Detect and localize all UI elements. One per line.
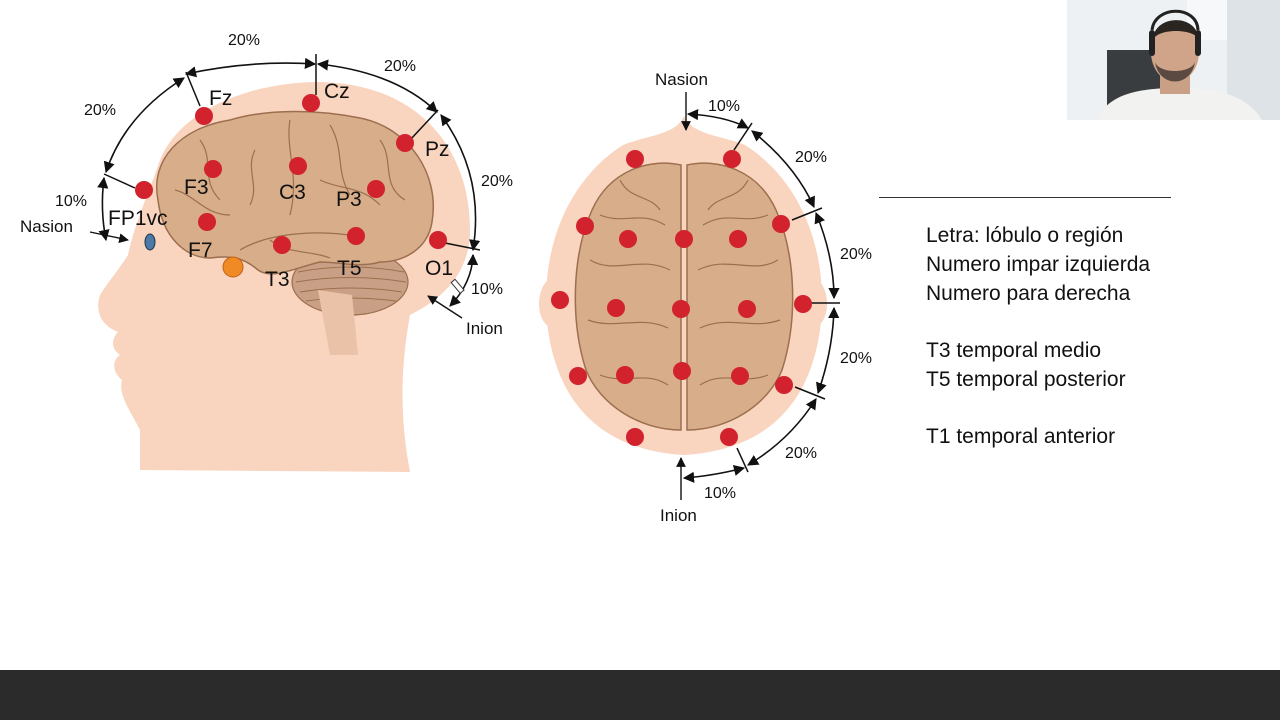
electrode-p3 bbox=[367, 180, 385, 198]
pct-side-back: 20% bbox=[481, 173, 513, 190]
pct-top-front: 20% bbox=[795, 149, 827, 166]
electrode-o1-top bbox=[626, 428, 644, 446]
electrode-cz-top bbox=[672, 300, 690, 318]
label-inion-side: Inion bbox=[466, 319, 503, 338]
label-c3: C3 bbox=[279, 181, 306, 204]
electrode-fp1 bbox=[135, 181, 153, 199]
electrode-f7 bbox=[198, 213, 216, 231]
electrode-f3-top bbox=[619, 230, 637, 248]
label-nasion-side: Nasion bbox=[20, 217, 73, 236]
note-line-t5: T5 temporal posterior bbox=[926, 365, 1150, 394]
electrode-c3-top bbox=[607, 299, 625, 317]
label-pz: Pz bbox=[425, 138, 450, 161]
electrode-t5 bbox=[347, 227, 365, 245]
electrode-p3-top bbox=[616, 366, 634, 384]
pct-side-inion: 10% bbox=[471, 281, 503, 298]
pct-top-midback: 20% bbox=[840, 350, 872, 367]
label-t3: T3 bbox=[265, 268, 290, 291]
notes-panel: Letra: lóbulo o región Numero impar izqu… bbox=[926, 221, 1150, 451]
electrode-t6-top bbox=[775, 376, 793, 394]
pct-top-back: 20% bbox=[785, 445, 817, 462]
inion-marker bbox=[451, 279, 464, 293]
presenter-webcam bbox=[1067, 0, 1280, 120]
label-inion-top: Inion bbox=[660, 506, 697, 525]
note-line-odd: Numero impar izquierda bbox=[926, 250, 1150, 279]
label-p3: P3 bbox=[336, 188, 362, 211]
electrode-fp2-top bbox=[723, 150, 741, 168]
electrode-pz-top bbox=[673, 362, 691, 380]
electrode-pz bbox=[396, 134, 414, 152]
label-fp1vc: FP1vc bbox=[108, 207, 168, 230]
presenter-video-frame bbox=[1067, 0, 1280, 120]
top-view: 10% 20% 20% 20% 20% 10% Nasion Inion bbox=[539, 70, 872, 525]
note-line-even: Numero para derecha bbox=[926, 279, 1150, 308]
eye bbox=[145, 234, 155, 250]
pct-top-nasion: 10% bbox=[708, 98, 740, 115]
electrode-p4-top bbox=[731, 367, 749, 385]
electrode-fp1-top bbox=[626, 150, 644, 168]
eeg-10-20-diagram: Fz Cz Pz F3 C3 P3 FP1vc F7 T3 T5 O1 20% … bbox=[0, 0, 880, 540]
pct-side-top: 20% bbox=[228, 32, 260, 49]
electrode-c3 bbox=[289, 157, 307, 175]
electrode-cz bbox=[302, 94, 320, 112]
label-f3: F3 bbox=[184, 176, 209, 199]
electrode-o2-top bbox=[720, 428, 738, 446]
electrode-fz-top bbox=[675, 230, 693, 248]
electrode-f8-top bbox=[772, 215, 790, 233]
electrode-t3 bbox=[273, 236, 291, 254]
reference-electrode bbox=[223, 257, 243, 277]
pct-top-midfront: 20% bbox=[840, 246, 872, 263]
electrode-a2-top bbox=[794, 295, 812, 313]
note-line-t1: T1 temporal anterior bbox=[926, 422, 1150, 451]
side-view: Fz Cz Pz F3 C3 P3 FP1vc F7 T3 T5 O1 20% … bbox=[20, 32, 513, 472]
label-o1: O1 bbox=[425, 257, 453, 280]
notes-divider bbox=[879, 197, 1171, 198]
electrode-o1 bbox=[429, 231, 447, 249]
label-fz: Fz bbox=[209, 87, 232, 110]
electrode-f4-top bbox=[729, 230, 747, 248]
label-t5: T5 bbox=[337, 257, 362, 280]
note-line-letter: Letra: lóbulo o región bbox=[926, 221, 1150, 250]
label-nasion-top: Nasion bbox=[655, 70, 708, 89]
player-bottom-bar bbox=[0, 670, 1280, 720]
electrode-c4-top bbox=[738, 300, 756, 318]
pct-side-topright: 20% bbox=[384, 58, 416, 75]
nasion-pointer bbox=[90, 232, 128, 240]
label-f7: F7 bbox=[188, 239, 213, 262]
electrode-t5-top bbox=[569, 367, 587, 385]
pct-side-nasion: 10% bbox=[55, 193, 87, 210]
label-cz: Cz bbox=[324, 80, 350, 103]
electrode-a1-top bbox=[551, 291, 569, 309]
note-line-t3: T3 temporal medio bbox=[926, 336, 1150, 365]
pct-side-front: 20% bbox=[84, 102, 116, 119]
pct-top-inion: 10% bbox=[704, 485, 736, 502]
electrode-f7-top bbox=[576, 217, 594, 235]
